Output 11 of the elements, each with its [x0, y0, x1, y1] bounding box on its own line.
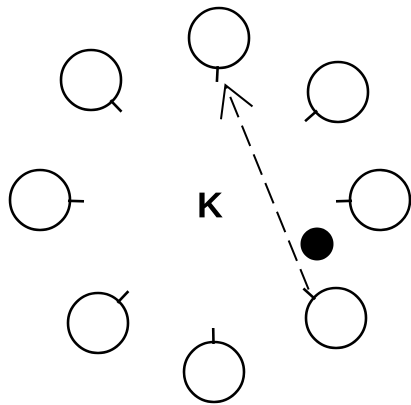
- circle-marker: [60, 48, 122, 113]
- circle-marker: [336, 168, 411, 232]
- circle-marker: [304, 60, 370, 124]
- dashed-arrow: [220, 83, 310, 290]
- circle-marker: [182, 328, 246, 404]
- circle-marker: [8, 168, 84, 232]
- circle-marker: [66, 290, 130, 354]
- filled-dot: [300, 228, 334, 260]
- letter-label: K: [199, 192, 223, 218]
- circle-marker: [188, 6, 250, 82]
- circle-marker: [302, 286, 368, 350]
